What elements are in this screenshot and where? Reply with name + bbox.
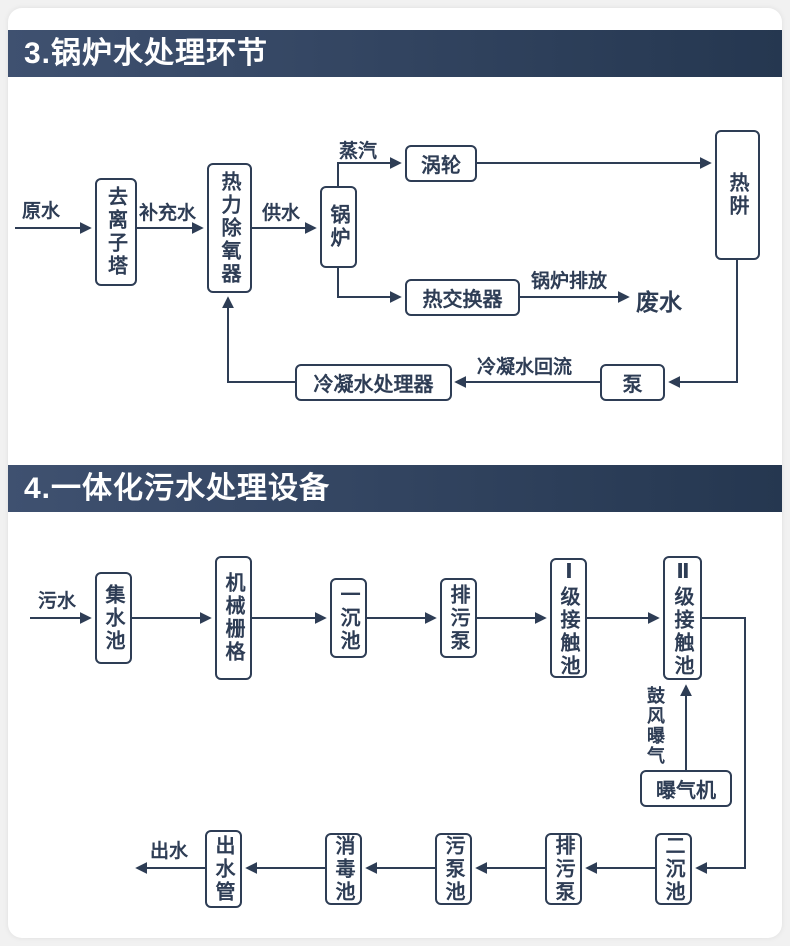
node-primary-settling-tank: 一沉池 [330,578,367,658]
node-pump: 泵 [600,364,665,401]
label-feed-water: 供水 [262,203,301,224]
label-sewage: 污水 [38,591,77,612]
node-contact-tank-2: Ⅱ级接触池 [663,556,702,680]
label-outflow: 出水 [150,841,189,862]
node-mechanical-screen: 机械栅格 [215,556,252,680]
node-outlet-pipe: 出水管 [205,830,242,908]
node-sewage-pump-tank: 污泵池 [435,833,472,905]
node-boiler: 锅炉 [320,186,357,268]
section-title-boiler: 3.锅炉水处理环节 [8,30,782,77]
node-collection-tank: 集水池 [95,572,132,664]
label-boiler-discharge: 锅炉排放 [531,271,608,292]
node-secondary-settling-tank: 二沉池 [655,833,692,905]
node-condensate-processor: 冷凝水处理器 [295,364,452,401]
node-turbine: 涡轮 [405,145,477,182]
label-raw-water: 原水 [22,201,61,222]
node-deaerator: 热力除氧器 [207,163,252,293]
node-heat-sink: 热阱 [715,130,760,260]
node-aerator: 曝气机 [640,770,732,807]
node-disinfection-tank: 消毒池 [325,833,362,905]
label-makeup-water: 补充水 [139,203,197,224]
section-title-sewage: 4.一体化污水处理设备 [8,465,782,512]
label-steam: 蒸汽 [339,141,378,162]
label-condensate-return: 冷凝水回流 [477,357,573,378]
node-deionizer: 去离子塔 [95,178,137,286]
label-blast-aeration: 鼓风曝气 [645,686,665,766]
node-sewage-pump-top: 排污泵 [440,578,477,658]
label-waste-water: 废水 [636,289,682,315]
node-sewage-pump-bottom: 排污泵 [545,833,582,905]
node-heat-exchanger: 热交换器 [405,279,520,316]
node-contact-tank-1: Ⅰ级接触池 [550,558,587,678]
